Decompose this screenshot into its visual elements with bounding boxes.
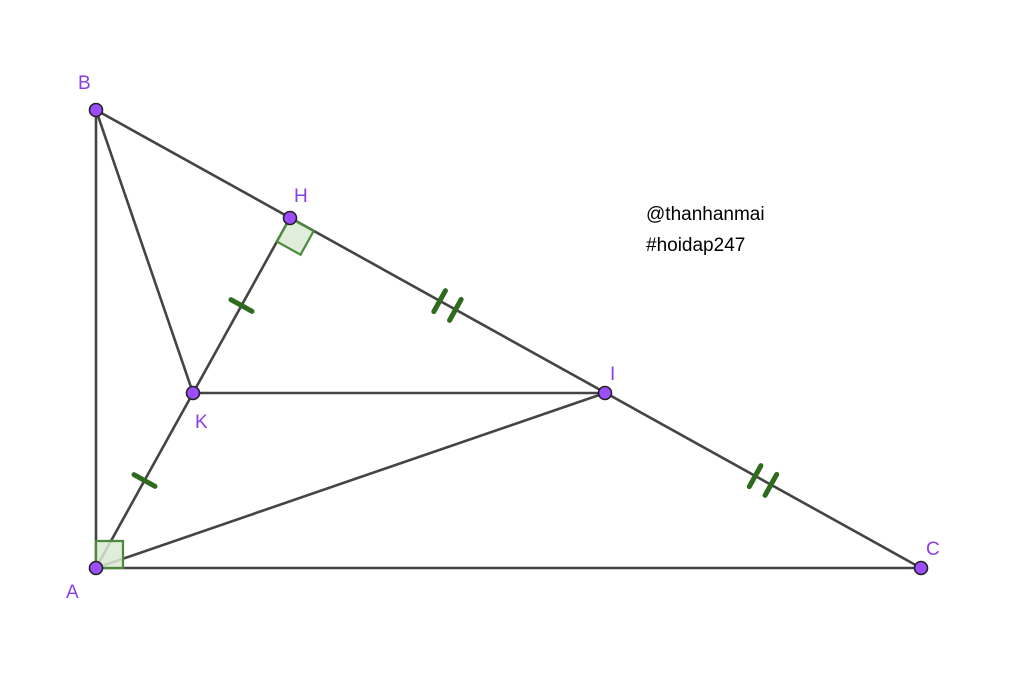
- tick-mark-HI: [431, 288, 448, 315]
- segment-BK: [94, 108, 195, 395]
- right-angle-mark-H: [275, 216, 316, 257]
- tick-mark-IC: [746, 463, 764, 490]
- point-H: [282, 210, 298, 226]
- point-K: [185, 385, 201, 401]
- watermark-line-1: @thanhanmai: [646, 204, 765, 225]
- right-angle-marks: [94, 216, 316, 570]
- point-label-K: K: [195, 412, 208, 433]
- point-C: [913, 560, 929, 576]
- point-label-A: A: [66, 582, 79, 603]
- point-label-B: B: [78, 73, 91, 94]
- point-label-H: H: [294, 186, 308, 207]
- watermark-line-2: #hoidap247: [646, 235, 745, 256]
- equal-length-marks: [131, 288, 780, 498]
- right-angle-mark-A: [94, 539, 125, 570]
- watermark: @thanhanmai #hoidap247: [646, 204, 765, 256]
- point-label-C: C: [926, 539, 940, 560]
- point-labels: A B C H I K: [66, 73, 940, 603]
- point-A: [88, 560, 104, 576]
- point-B: [88, 102, 104, 118]
- tick-mark-IC: [762, 471, 780, 498]
- segment-BC: [94, 108, 923, 570]
- segments: [94, 108, 923, 570]
- tick-mark-KH: [228, 297, 255, 314]
- point-I: [597, 385, 613, 401]
- tick-mark-AK: [131, 472, 158, 489]
- point-label-I: I: [610, 364, 615, 385]
- tick-mark-HI: [447, 296, 464, 323]
- points: [88, 102, 929, 576]
- segment-AI: [94, 391, 607, 570]
